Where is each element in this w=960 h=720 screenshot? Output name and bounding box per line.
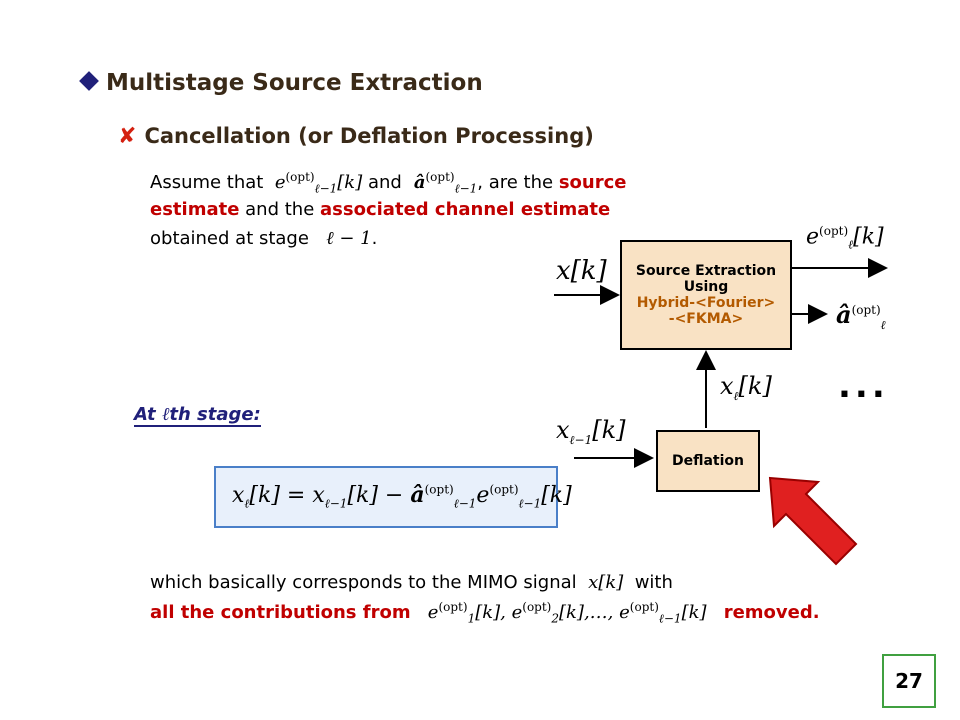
intro-period: . (371, 228, 378, 249)
intro-and-the: and the (245, 199, 315, 220)
summary-text: which basically corresponds to the MIMO … (150, 572, 577, 593)
intro-source: source (558, 172, 627, 193)
summary-contributions: all the contributions from (150, 602, 411, 623)
ellipsis: ... (838, 366, 889, 406)
extraction-line-4: -<FKMA> (668, 311, 744, 327)
intro-assume: Assume that (150, 172, 264, 193)
summary-line-1: which basically corresponds to the MIMO … (150, 572, 673, 593)
extraction-line-3: Hybrid-<Fourier> (636, 295, 776, 311)
math-x-k-summary: x[k] (582, 572, 629, 593)
deflation-formula-box: xℓ[k] = xℓ−1[k] − â(opt)ℓ−1e(opt)ℓ−1[k] (214, 466, 572, 528)
label-a-hat-out: â(opt)ℓ (836, 300, 886, 332)
math-a-hat-prev: â(opt)ℓ−1 (407, 170, 478, 196)
stage-prefix: At (134, 404, 156, 425)
math-l-stage: ℓ (161, 404, 170, 425)
label-e-l-out: e(opt)ℓ[k] (806, 224, 884, 252)
intro-line-2: estimate and the associated channel esti… (150, 199, 610, 220)
math-l-minus-1: ℓ − 1 (314, 228, 372, 249)
stage-label: At ℓth stage: (134, 404, 261, 427)
label-x-k: x[k] (556, 256, 607, 286)
red-pointer-arrow-icon (768, 476, 858, 566)
label-x-l: xℓ[k] (720, 372, 772, 403)
stage-suffix: th stage: (169, 404, 261, 425)
extraction-line-2: Using (683, 279, 729, 295)
intro-estimate: estimate (150, 199, 240, 220)
intro-line-1: Assume that e(opt)ℓ−1[k] and â(opt)ℓ−1, … (150, 170, 627, 197)
subsection-heading: ✘ Cancellation (or Deflation Processing) (118, 124, 594, 149)
math-e-list: e(opt)1[k], e(opt)2[k],…, e(opt)ℓ−1[k] (416, 600, 718, 626)
label-x-l-minus-1: xℓ−1[k] (556, 416, 626, 447)
math-e-prev: e(opt)ℓ−1[k] (269, 170, 363, 196)
extraction-line-1: Source Extraction (635, 263, 777, 279)
source-extraction-box: Source Extraction Using Hybrid-<Fourier>… (620, 240, 792, 350)
intro-are-the: , are the (477, 172, 554, 193)
intro-line-3: obtained at stage ℓ − 1. (150, 228, 377, 249)
intro-obtained: obtained at stage (150, 228, 309, 249)
summary-removed: removed. (723, 602, 820, 623)
deflation-box: Deflation (656, 430, 760, 492)
deflation-label: Deflation (671, 453, 745, 469)
intro-associated: associated channel estimate (320, 199, 611, 220)
section-heading: Multistage Source Extraction (79, 70, 483, 96)
subsection-title: Cancellation (or Deflation Processing) (144, 124, 594, 148)
cross-bullet-icon: ✘ (118, 124, 137, 149)
summary-line-2: all the contributions from e(opt)1[k], e… (150, 600, 820, 627)
deflation-formula: xℓ[k] = xℓ−1[k] − â(opt)ℓ−1e(opt)ℓ−1[k] (232, 482, 572, 511)
summary-with: with (634, 572, 673, 593)
page-number: 27 (882, 654, 936, 708)
intro-and: and (367, 172, 402, 193)
section-title: Multistage Source Extraction (106, 70, 483, 96)
